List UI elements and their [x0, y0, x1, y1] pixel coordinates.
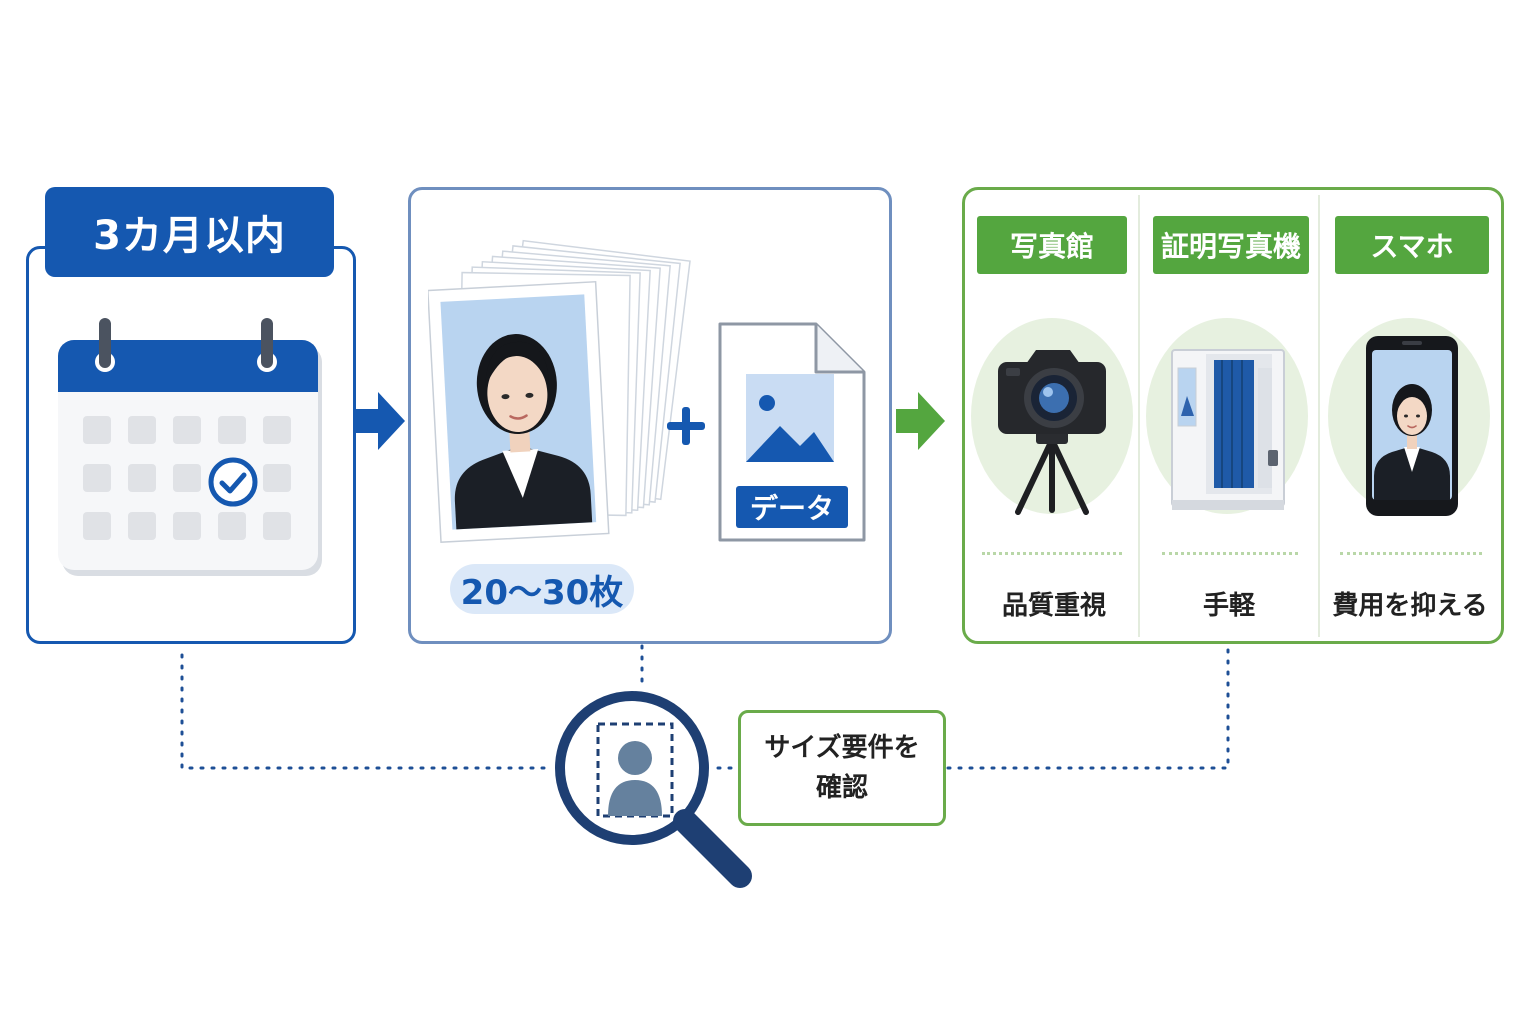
- deadline-title: 3カ月以内: [45, 187, 334, 277]
- connector-left: [180, 653, 555, 770]
- separator-dots: [982, 552, 1122, 555]
- print-count-badge: 20〜30枚: [450, 564, 634, 614]
- photo-prints-stack-icon: [428, 239, 691, 544]
- arrow-right-icon: [896, 392, 945, 450]
- option-label-smartphone: スマホ: [1335, 216, 1489, 274]
- magnifier-portrait-icon: [555, 691, 752, 888]
- column-divider: [1318, 195, 1320, 637]
- option-feature-photo-booth: 手軽: [1202, 590, 1255, 621]
- option-label-photo-studio: 写真館: [977, 216, 1127, 274]
- plus-icon: [667, 407, 705, 445]
- calendar-check-icon: [58, 318, 322, 576]
- size-requirement-label: サイズ要件を確認: [764, 733, 920, 803]
- data-label: データ: [749, 492, 834, 525]
- column-divider: [1138, 195, 1140, 637]
- data-badge: データ: [736, 486, 848, 528]
- size-requirement-check-box: サイズ要件を確認: [738, 710, 946, 826]
- connector-far-right: [946, 646, 1230, 770]
- option-feature-photo-studio: 品質重視: [1001, 590, 1106, 621]
- arrow-right-icon: [356, 392, 405, 450]
- photo-booth-icon: [1171, 349, 1285, 510]
- smartphone-icon: [1366, 336, 1458, 516]
- option-label-photo-booth: 証明写真機: [1153, 216, 1309, 274]
- option-feature-smartphone: 費用を抑える: [1332, 590, 1488, 621]
- camera-on-tripod-icon: [998, 350, 1106, 515]
- separator-dots: [1162, 552, 1298, 555]
- separator-dots: [1340, 552, 1482, 555]
